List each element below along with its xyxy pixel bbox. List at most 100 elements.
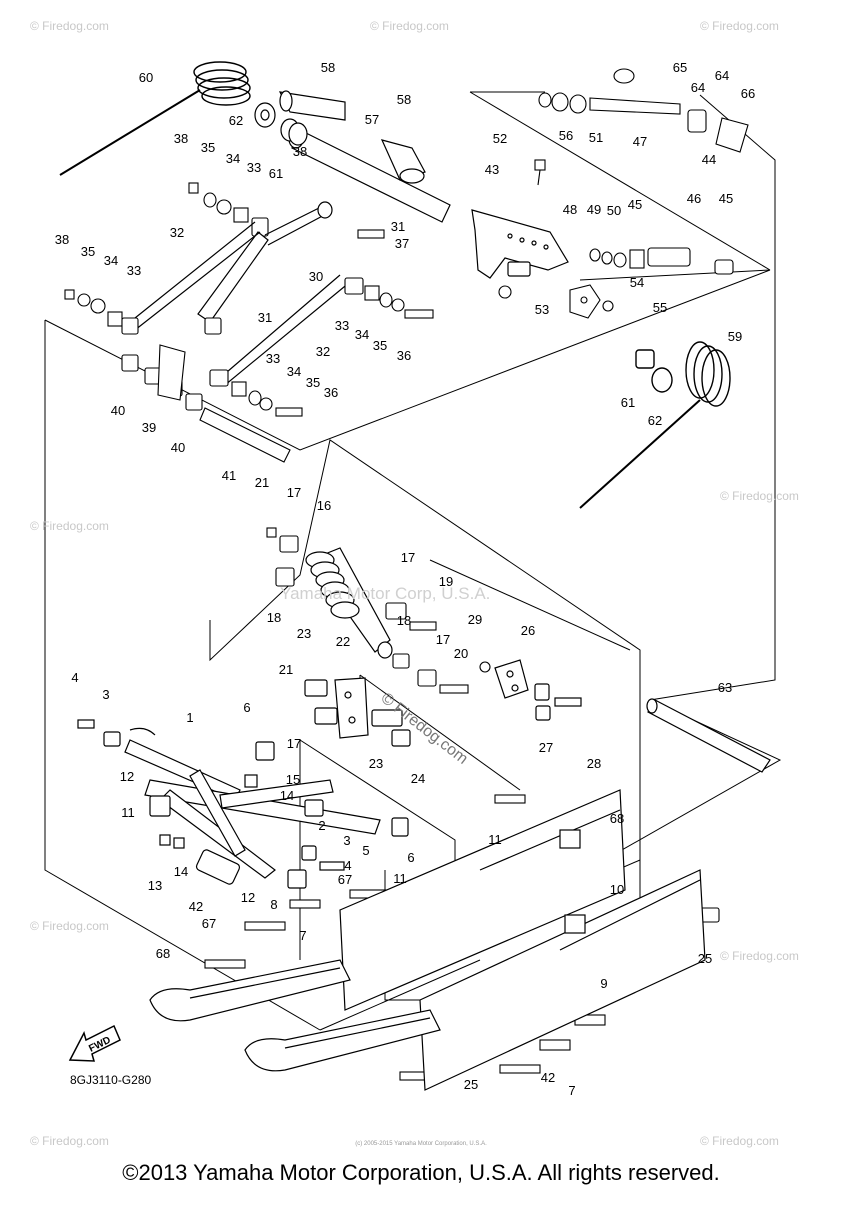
part-number-label: 45 bbox=[719, 191, 733, 206]
part-number-label: 42 bbox=[189, 899, 203, 914]
watermark: © Firedog.com bbox=[370, 19, 449, 33]
part-number-label: 32 bbox=[170, 225, 184, 240]
part-number-label: 65 bbox=[673, 60, 687, 75]
part-number-label: 40 bbox=[111, 403, 125, 418]
part-number-label: 48 bbox=[563, 202, 577, 217]
part-number-label: 62 bbox=[229, 113, 243, 128]
part-number-label: 64 bbox=[691, 80, 705, 95]
diagram-code: 8GJ3110-G280 bbox=[70, 1073, 152, 1087]
part-number-label: 20 bbox=[454, 646, 468, 661]
part-number-label: 63 bbox=[718, 680, 732, 695]
part-number-label: 11 bbox=[488, 832, 502, 847]
small-parts-top-left bbox=[188, 182, 269, 237]
part-number-label: 17 bbox=[436, 632, 450, 647]
part-number-label: 3 bbox=[102, 687, 109, 702]
ski-upper bbox=[149, 789, 626, 1022]
bolt-52 bbox=[534, 159, 546, 186]
part-number-label: 54 bbox=[630, 275, 644, 290]
part-number-label: 27 bbox=[539, 740, 553, 755]
part-number-label: 38 bbox=[293, 144, 307, 159]
part-number-label: 62 bbox=[648, 413, 662, 428]
part-number-label: 25 bbox=[464, 1077, 478, 1092]
part-number-label: 24 bbox=[411, 771, 425, 786]
bracket-26 bbox=[494, 659, 582, 721]
part-number-label: 7 bbox=[568, 1083, 575, 1098]
part-number-label: 18 bbox=[397, 613, 411, 628]
shock-absorber-16 bbox=[305, 547, 393, 659]
part-number-label: 2 bbox=[318, 818, 325, 833]
part-number-label: 67 bbox=[338, 872, 352, 887]
part-number-label: 14 bbox=[280, 788, 294, 803]
part-number-label: 32 bbox=[316, 344, 330, 359]
washer-62 bbox=[254, 102, 276, 128]
bushing-61 bbox=[280, 118, 308, 146]
part-number-label: 39 bbox=[142, 420, 156, 435]
part-number-label: 23 bbox=[369, 756, 383, 771]
part-number-label: 57 bbox=[365, 112, 379, 127]
part-number-label: 34 bbox=[355, 327, 369, 342]
small-parts-right bbox=[209, 229, 434, 417]
part-number-label: 30 bbox=[309, 269, 323, 284]
part-number-label: 4 bbox=[71, 670, 78, 685]
part-number-label: 23 bbox=[297, 626, 311, 641]
part-number-label: 7 bbox=[299, 928, 306, 943]
part-number-label: 55 bbox=[653, 300, 667, 315]
watermark: © Firedog.com bbox=[700, 19, 779, 33]
part-number-label: 21 bbox=[255, 475, 269, 490]
part-number-label: 59 bbox=[728, 329, 742, 344]
part-number-label: 53 bbox=[535, 302, 549, 317]
part-number-label: 60 bbox=[139, 70, 153, 85]
part-number-label: 3 bbox=[343, 833, 350, 848]
part-number-label: 17 bbox=[401, 550, 415, 565]
part-number-label: 41 bbox=[222, 468, 236, 483]
long-shaft-57 bbox=[288, 129, 451, 223]
part-number-label: 36 bbox=[397, 348, 411, 363]
fine-print: (c) 2005-2015 Yamaha Motor Corporation, … bbox=[355, 1141, 487, 1147]
shaft-assembly-top-right bbox=[538, 68, 749, 153]
part-number-label: 45 bbox=[628, 197, 642, 212]
fwd-arrow-icon: FWD bbox=[68, 1024, 121, 1062]
part-number-label: 12 bbox=[241, 890, 255, 905]
part-number-label: 52 bbox=[493, 131, 507, 146]
pivot-bracket-43 bbox=[471, 209, 569, 279]
part-number-label: 36 bbox=[324, 385, 338, 400]
copyright-notice: ©2013 Yamaha Motor Corporation, U.S.A. A… bbox=[122, 1160, 720, 1185]
part-number-label: 50 bbox=[607, 203, 621, 218]
part-number-label: 68 bbox=[610, 811, 624, 826]
part-number-label: 40 bbox=[171, 440, 185, 455]
part-number-label: 68 bbox=[156, 946, 170, 961]
center-watermark: Yamaha Motor Corp, U.S.A. bbox=[280, 584, 491, 603]
watermark: © Firedog.com bbox=[700, 1134, 779, 1148]
part-number-label: 66 bbox=[741, 86, 755, 101]
watermark: © Firedog.com bbox=[30, 919, 109, 933]
plate-22 bbox=[304, 677, 411, 747]
part-number-label: 67 bbox=[202, 916, 216, 931]
coil-spring-60 bbox=[59, 61, 251, 176]
part-number-label: 5 bbox=[362, 843, 369, 858]
part-number-label: 31 bbox=[391, 219, 405, 234]
part-number-label: 33 bbox=[266, 351, 280, 366]
part-number-label: 22 bbox=[336, 634, 350, 649]
part-number-label: 4 bbox=[344, 858, 351, 873]
part-number-label: 13 bbox=[148, 878, 162, 893]
part-number-label: 35 bbox=[373, 338, 387, 353]
part-number-label: 46 bbox=[687, 191, 701, 206]
part-number-label: 29 bbox=[468, 612, 482, 627]
part-number-label: 33 bbox=[127, 263, 141, 278]
part-number-label: 58 bbox=[321, 60, 335, 75]
part-number-label: 19 bbox=[439, 574, 453, 589]
part-number-label: 56 bbox=[559, 128, 573, 143]
part-number-label: 15 bbox=[286, 772, 300, 787]
part-number-label: 26 bbox=[521, 623, 535, 638]
part-number-label: 35 bbox=[201, 140, 215, 155]
part-number-label: 16 bbox=[317, 498, 331, 513]
front-arm-assembly bbox=[77, 719, 409, 889]
small-parts-44-50 bbox=[589, 247, 734, 275]
shaft-58 bbox=[278, 90, 346, 121]
coil-spring-59 bbox=[579, 341, 731, 509]
part-number-label: 42 bbox=[541, 1070, 555, 1085]
ski-lower bbox=[244, 869, 706, 1091]
part-number-label: 1 bbox=[186, 710, 193, 725]
